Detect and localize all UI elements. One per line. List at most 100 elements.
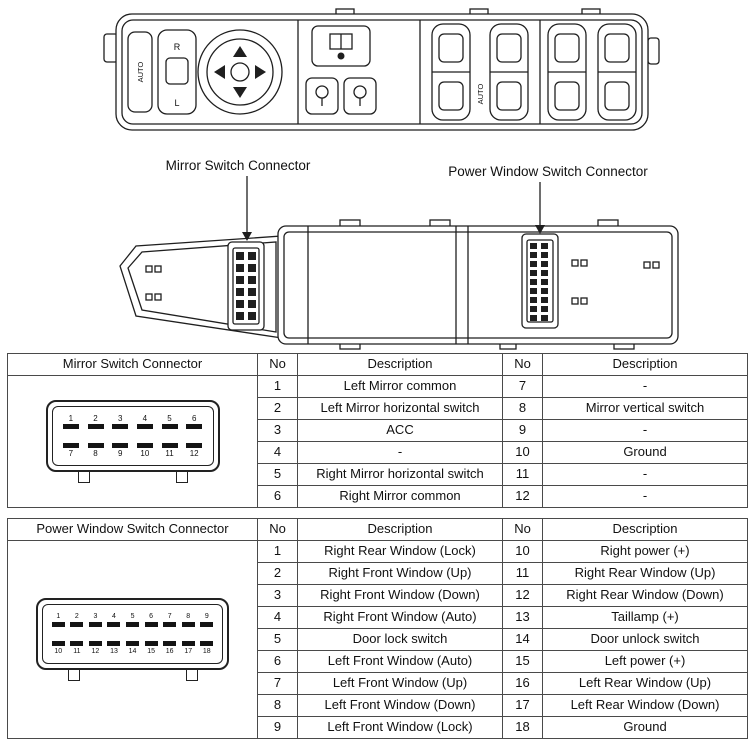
pin: 10 [49, 640, 68, 656]
pin: 4 [133, 414, 158, 430]
pin-no-cell: 8 [257, 694, 298, 717]
auto-label: AUTO [136, 61, 145, 82]
pin: 2 [68, 612, 87, 628]
window-lock-button [311, 25, 371, 67]
pin-desc-cell: Door lock switch [297, 628, 503, 651]
pin: 5 [157, 414, 182, 430]
power-connector-callout: Power Window Switch Connector [448, 164, 648, 179]
door-unlock-button [343, 77, 377, 115]
pin: 11 [68, 640, 87, 656]
connector-legs [67, 670, 198, 681]
arrow-head-icon [242, 232, 252, 241]
window-switch-left-rear [547, 23, 587, 121]
pin-desc-cell: Left power (+) [542, 650, 748, 673]
pin-desc-cell: Right Rear Window (Down) [542, 584, 748, 607]
power-connector-arrow [535, 182, 545, 234]
pin: 1 [59, 414, 84, 430]
pin: 6 [142, 612, 161, 628]
pin-no-cell: 3 [257, 584, 298, 607]
col-header-description: Description [297, 353, 503, 376]
table-header-row: Power Window Switch Connector No Descrip… [7, 518, 748, 541]
pin: 9 [198, 612, 217, 628]
table-row: 1 2 3 4 5 6 7 8 [7, 375, 748, 508]
pin-no-cell: 3 [257, 419, 298, 442]
assembly-underside [119, 219, 679, 350]
pin: 1 [49, 612, 68, 628]
col-header-no: No [502, 518, 543, 541]
col-header-no: No [257, 353, 298, 376]
pin-desc-cell: Left Rear Window (Up) [542, 672, 748, 695]
table-row: 8 Left Front Window (Down) 17 Left Rear … [8, 694, 748, 717]
mirror-adjust-joystick [197, 29, 283, 115]
pin-desc-cell: Left Front Window (Down) [297, 694, 503, 717]
pin-desc-cell: Door unlock switch [542, 628, 748, 651]
window-switch-right-rear [597, 23, 637, 121]
pin-no-cell: 1 [257, 375, 298, 398]
col-header-description: Description [542, 518, 748, 541]
clip-square [145, 265, 153, 273]
pin-no-cell: 7 [502, 375, 543, 398]
pin: 11 [157, 442, 182, 458]
pin-no-cell: 9 [257, 716, 298, 739]
pin: 15 [142, 640, 161, 656]
joystick-down-arrow-icon [233, 87, 247, 98]
table-row: 2 Left Mirror horizontal switch 8 Mirror… [8, 397, 748, 420]
mirror-connector-pinout: 1 2 3 4 5 6 7 8 [11, 400, 254, 483]
table-header-row: Mirror Switch Connector No Description N… [7, 353, 748, 376]
mirror-connector-table: Mirror Switch Connector No Description N… [7, 353, 748, 508]
lock-dot-icon [337, 52, 345, 60]
joystick-right-arrow-icon [255, 65, 266, 79]
mirror-connector-diagram-cell: 1 2 3 4 5 6 7 8 [7, 375, 258, 508]
pin-desc-cell: - [542, 463, 748, 486]
table-row: 6 Right Mirror common 12 - [8, 485, 748, 508]
pin: 5 [123, 612, 142, 628]
pin-desc-cell: Right Front Window (Auto) [297, 606, 503, 629]
pin-no-cell: 1 [257, 540, 298, 563]
pin-desc-cell: - [542, 485, 748, 508]
power-connector-diagram-cell: 1 2 3 4 5 6 7 8 9 [7, 540, 258, 739]
assembly-housing [103, 8, 660, 131]
table-title: Power Window Switch Connector [7, 518, 258, 541]
pin-row-bottom: 10 11 12 13 14 15 16 17 18 [49, 640, 216, 656]
arrow-head-icon [535, 225, 545, 234]
table-row: 2 Right Front Window (Up) 11 Right Rear … [8, 562, 748, 585]
table-title: Mirror Switch Connector [7, 353, 258, 376]
power-connector-table: Power Window Switch Connector No Descrip… [7, 518, 748, 739]
pin-no-cell: 2 [257, 562, 298, 585]
table-row: 1 2 3 4 5 6 7 8 9 [7, 540, 748, 739]
pin-no-cell: 17 [502, 694, 543, 717]
connector-housing: 1 2 3 4 5 6 7 8 9 [36, 598, 229, 670]
pin-desc-cell: Left Rear Window (Down) [542, 694, 748, 717]
joystick-up-arrow-icon [233, 46, 247, 57]
pin: 9 [108, 442, 133, 458]
pin-no-cell: 10 [502, 540, 543, 563]
pin-no-cell: 11 [502, 463, 543, 486]
col-header-description: Description [542, 353, 748, 376]
clip-square [154, 293, 162, 301]
pin-desc-cell: Taillamp (+) [542, 606, 748, 629]
clip-square [571, 297, 579, 305]
pin-desc-cell: - [542, 419, 748, 442]
pin: 6 [182, 414, 207, 430]
pin: 8 [179, 612, 198, 628]
main-housing [277, 225, 679, 345]
mirror-left-label: L [174, 98, 179, 108]
auto-label: AUTO [476, 83, 485, 104]
right-mount-tab [647, 37, 660, 65]
pin-desc-cell: Right Rear Window (Up) [542, 562, 748, 585]
pin-desc-cell: - [297, 441, 503, 464]
clip-square [652, 261, 660, 269]
pin-no-cell: 6 [257, 485, 298, 508]
connector-housing: 1 2 3 4 5 6 7 8 [45, 400, 220, 472]
mirror-connector-callout: Mirror Switch Connector [166, 158, 311, 173]
pin-no-cell: 6 [257, 650, 298, 673]
pin-no-cell: 12 [502, 584, 543, 607]
col-header-no: No [257, 518, 298, 541]
mirror-right-label: R [174, 42, 181, 52]
door-lock-button [305, 77, 339, 115]
pin-no-cell: 10 [502, 441, 543, 464]
clip-square [580, 259, 588, 267]
pin: 12 [86, 640, 105, 656]
pin-no-cell: 5 [257, 463, 298, 486]
